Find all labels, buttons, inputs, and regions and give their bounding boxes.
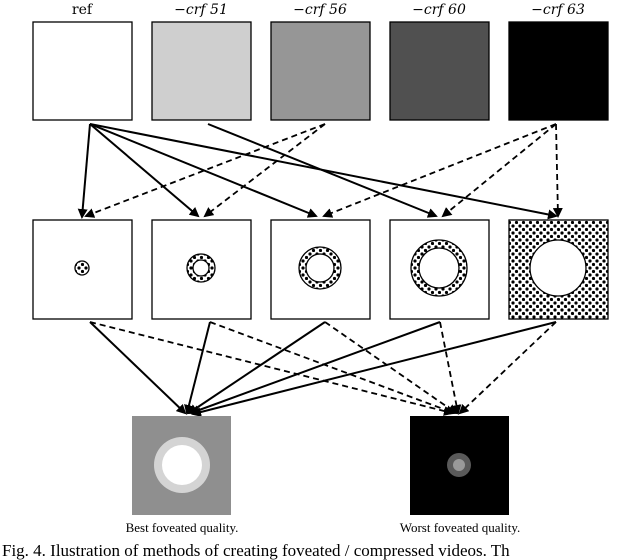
frame-crf-60 xyxy=(389,21,490,121)
frame-crf-56 xyxy=(270,21,371,121)
label-crf-60: −crf 60 xyxy=(412,2,466,18)
mask-2 xyxy=(151,219,252,320)
label-ref: ref xyxy=(72,2,94,18)
mask-4 xyxy=(389,219,490,320)
frame-crf-51 xyxy=(151,21,252,121)
frame-crf-63 xyxy=(508,21,609,121)
mask-3 xyxy=(270,219,371,320)
frame-ref xyxy=(32,21,133,121)
solid-arrows-top xyxy=(77,123,558,220)
figure-caption: Fig. 4. Ilustration of methods of creati… xyxy=(2,541,510,560)
label-crf-51: −crf 51 xyxy=(174,2,228,18)
dashed-arrows-top xyxy=(84,123,563,218)
dashed-arrows-bottom xyxy=(89,321,557,416)
solid-arrows-bottom xyxy=(89,321,557,417)
label-crf-63: −crf 63 xyxy=(531,2,585,18)
label-crf-56: −crf 56 xyxy=(293,2,347,18)
best-result-frame xyxy=(132,416,231,515)
caption-worst: Worst foveated quality. xyxy=(400,520,521,535)
mask-5 xyxy=(508,219,609,320)
mask-1 xyxy=(32,219,133,320)
worst-result-frame xyxy=(410,416,509,515)
caption-best: Best foveated quality. xyxy=(126,520,239,535)
